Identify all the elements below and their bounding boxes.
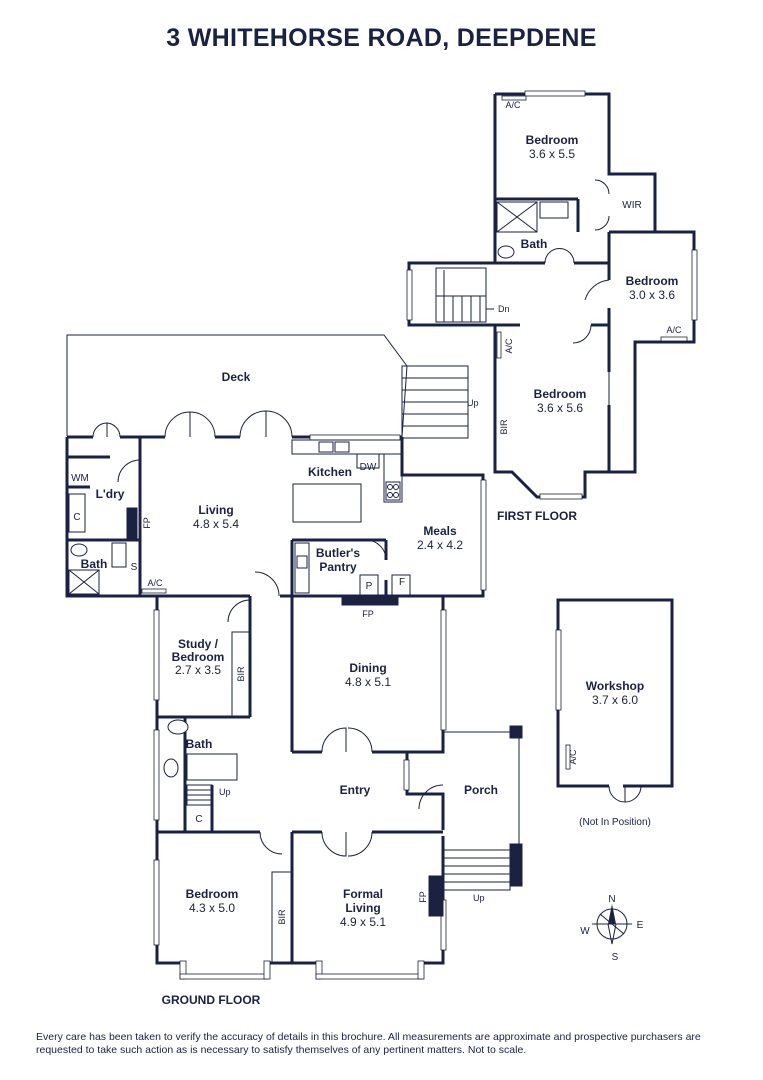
compass-e: E	[637, 920, 644, 931]
cupboard-laundry: C	[73, 512, 80, 523]
living-name: Living	[198, 503, 233, 517]
butlers-pantry-line2: Pantry	[319, 560, 357, 574]
bedroom-first-main-dims: 3.6 x 5.6	[537, 401, 583, 415]
bath-ground-mid-name: Bath	[186, 737, 213, 751]
butlers-pantry-line1: Butler's	[316, 546, 361, 560]
disclaimer-text: Every care has been taken to verify the …	[36, 1031, 701, 1056]
deck-stairs-up: Up	[467, 398, 479, 408]
dishwasher-label: DW	[360, 462, 377, 473]
ac-first-left: A/C	[504, 338, 514, 354]
study-line1: Study /	[178, 637, 219, 651]
ac-workshop: A/C	[568, 749, 578, 765]
deck-label: Deck	[222, 370, 251, 384]
fp-formal-living: FP	[418, 891, 428, 903]
meals-name: Meals	[423, 524, 457, 538]
ac-ground: A/C	[147, 578, 163, 588]
wm-label: WM	[71, 473, 89, 484]
stairs-down-label: Dn	[498, 304, 510, 314]
kitchen-name: Kitchen	[308, 465, 352, 479]
laundry-name: L'dry	[96, 487, 125, 501]
workshop-name: Workshop	[586, 679, 644, 693]
workshop-plan	[555, 598, 674, 803]
porch-name: Porch	[464, 783, 498, 797]
cupboard-hall: C	[195, 814, 202, 825]
bath-first-name: Bath	[521, 237, 548, 251]
ac-first-top: A/C	[505, 100, 521, 110]
pantry-p-label: P	[366, 581, 373, 592]
bedroom-ground-dims: 4.3 x 5.0	[189, 901, 235, 915]
property-address-title: 3 WHITEHORSE ROAD, DEEPDENE	[166, 24, 597, 52]
fp-living: FP	[142, 517, 152, 529]
workshop-dims: 3.7 x 6.0	[592, 693, 638, 707]
fridge-label: F	[399, 577, 405, 588]
bedroom-first-main-name: Bedroom	[534, 387, 587, 401]
bedroom-first-top-dims: 3.6 x 5.5	[529, 147, 575, 161]
bir-first: BIR	[499, 419, 509, 435]
bedroom-first-top-name: Bedroom	[526, 133, 579, 147]
bath-ground-left-name: Bath	[81, 557, 108, 571]
formal-living-dims: 4.9 x 5.1	[340, 915, 386, 929]
first-floor-label: FIRST FLOOR	[497, 509, 577, 523]
internal-stairs-up: Up	[219, 787, 231, 797]
compass-icon: N E S W	[580, 894, 643, 963]
living-dims: 4.8 x 5.4	[193, 517, 239, 531]
workshop-note: (Not In Position)	[579, 817, 651, 828]
first-floor-plan	[406, 90, 698, 500]
bir-study: BIR	[236, 666, 246, 682]
ground-floor-plan	[65, 334, 571, 980]
compass-n: N	[608, 894, 615, 905]
bedroom-first-right-name: Bedroom	[626, 274, 679, 288]
shower-label: S	[131, 562, 138, 573]
formal-living-line1: Formal	[343, 887, 383, 901]
compass-w: W	[580, 926, 590, 937]
bedroom-ground-name: Bedroom	[186, 887, 239, 901]
bir-bedroom-ground: BIR	[277, 909, 287, 925]
wir-label: WIR	[622, 200, 641, 211]
study-line2: Bedroom	[172, 650, 225, 664]
dining-dims: 4.8 x 5.1	[345, 675, 391, 689]
porch-stairs-up: Up	[473, 893, 485, 903]
bedroom-first-right-dims: 3.0 x 3.6	[629, 288, 675, 302]
compass-s: S	[612, 952, 619, 963]
fp-dining: FP	[362, 609, 374, 619]
formal-living-line2: Living	[345, 901, 380, 915]
ac-first-right: A/C	[666, 325, 682, 335]
dining-name: Dining	[349, 661, 386, 675]
meals-dims: 2.4 x 4.2	[417, 538, 463, 552]
entry-name: Entry	[340, 783, 371, 797]
ground-floor-label: GROUND FLOOR	[162, 993, 261, 1007]
study-dims: 2.7 x 3.5	[175, 663, 221, 677]
